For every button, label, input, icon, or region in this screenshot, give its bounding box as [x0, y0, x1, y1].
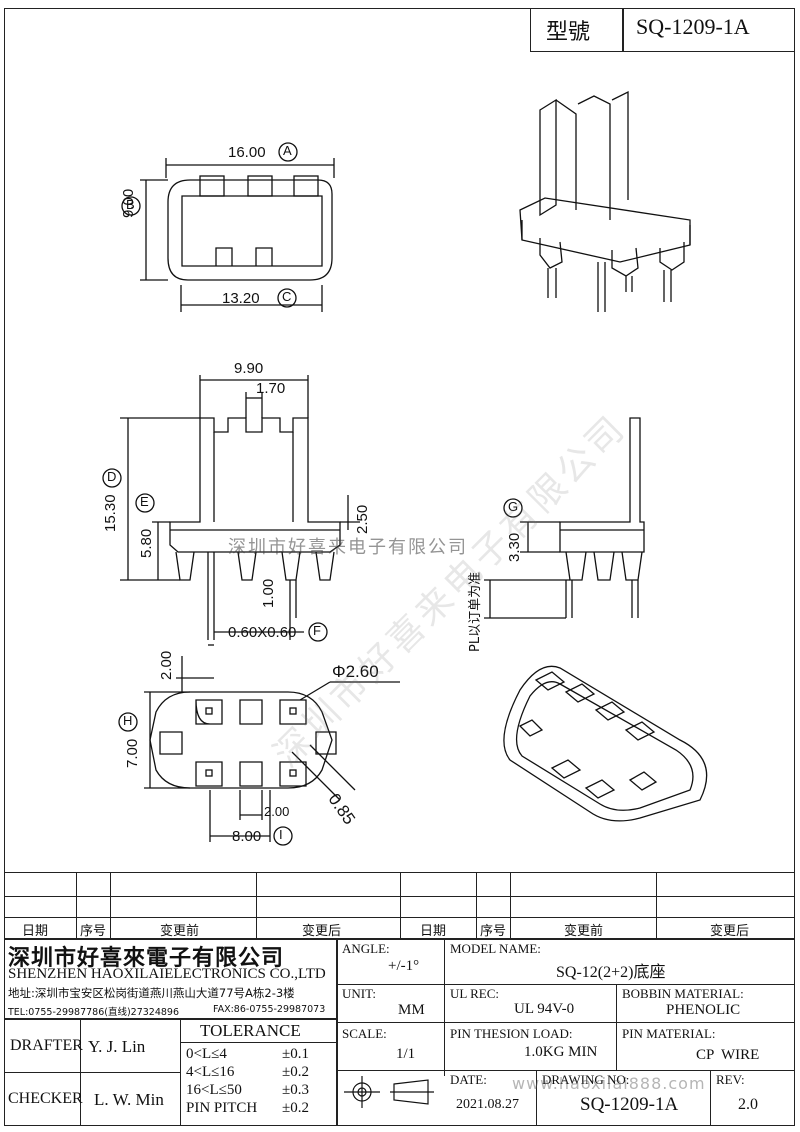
technical-drawings [102, 90, 708, 846]
date-label: DATE: [450, 1072, 487, 1087]
top-view [121, 142, 335, 312]
pin-material-value: CP WIRE [696, 1047, 760, 1063]
rev-col-after-2: 变更后 [710, 924, 750, 939]
unit-label: UNIT: [342, 986, 377, 1001]
pin-load-label: PIN THESION LOAD: [450, 1026, 573, 1041]
drafter-value: Y. J. Lin [88, 1037, 146, 1056]
dim-tag-f: F [313, 623, 321, 638]
rev-col-no-1: 序号 [80, 924, 107, 939]
bottom-view [118, 656, 400, 846]
drawing-no-label: DRAWING NO: [542, 1072, 630, 1087]
checker-value: L. W. Min [94, 1090, 164, 1109]
dim-2-0-bottom: 2.00 [158, 650, 175, 680]
model-header [530, 8, 795, 52]
rev-col-before-1: 变更前 [160, 924, 200, 939]
model-name-value: SQ-12(2+2)底座 [556, 964, 666, 981]
scale-label: SCALE: [342, 1026, 387, 1041]
scale-value: 1/1 [396, 1046, 416, 1062]
model-label: 型號 [546, 20, 591, 45]
tolerance-value-2: ±0.2 [282, 1064, 309, 1080]
rev-col-no-2: 序号 [480, 924, 507, 939]
dim-9-9: 9.90 [234, 360, 264, 377]
pin-load-value: 1.0KG MIN [524, 1044, 598, 1060]
tolerance-range-3: 16<L≤50 [186, 1082, 242, 1098]
side-view [484, 417, 645, 619]
company-address: 地址:深圳市宝安区松岗街道燕川燕山大道77号A栋2-3楼 [8, 986, 295, 1000]
ul-rec-label: UL REC: [450, 986, 499, 1001]
dim-tag-a: A [283, 143, 292, 158]
dim-tag-e: E [140, 494, 149, 509]
model-value: SQ-1209-1A [636, 14, 750, 39]
dim-tag-b: B [126, 197, 135, 212]
tolerance-label: TOLERANCE [200, 1021, 301, 1040]
dim-1-0: 1.00 [260, 578, 277, 608]
rev-col-before-2: 变更前 [564, 924, 604, 939]
iso-view-bottom [503, 665, 708, 822]
company-tel: TEL:0755-29987786(直线)27324896 [8, 1007, 180, 1018]
rev-value: 2.0 [738, 1096, 758, 1113]
dim-8-0: 8.00 [232, 828, 262, 845]
rev-col-date-2: 日期 [420, 924, 447, 939]
angle-value: +/-1° [388, 958, 420, 974]
company-name-cn: 深圳市好喜來電子有限公司 [8, 946, 285, 971]
dim-5-8: 5.80 [138, 528, 155, 558]
dim-16: 16.00 [228, 144, 266, 161]
company-name-en: SHENZHEN HAOXILAIELECTRONICS CO.,LTD [8, 966, 326, 982]
tolerance-range-1: 0<L≤4 [186, 1046, 227, 1062]
tolerance-value-4: ±0.2 [282, 1100, 309, 1116]
rev-col-after-1: 变更后 [302, 924, 342, 939]
tolerance-value-3: ±0.3 [282, 1082, 309, 1098]
ul-rec-value: UL 94V-0 [514, 1001, 575, 1017]
drawing-frame [4, 8, 795, 1126]
rev-col-date-1: 日期 [22, 924, 49, 939]
angle-label: ANGLE: [342, 941, 390, 956]
dim-2-0-pitch: 2.00 [264, 804, 290, 819]
dim-1-7: 1.70 [256, 380, 286, 397]
drafter-label: DRAFTER [10, 1037, 83, 1054]
front-view [102, 375, 360, 646]
dim-tag-g: G [508, 499, 519, 514]
tolerance-range-4: PIN PITCH [186, 1100, 258, 1116]
bobbin-material-label: BOBBIN MATERIAL: [622, 986, 744, 1001]
bobbin-material-value: PHENOLIC [666, 1002, 741, 1018]
dim-2-5: 2.50 [354, 504, 371, 534]
tolerance-range-2: 4<L≤16 [186, 1064, 235, 1080]
dim-dia-2-6: Φ2.60 [332, 662, 379, 681]
dim-0-6x0-6: 0.60X0.60 [228, 624, 297, 641]
dim-15-3: 15.30 [102, 494, 119, 532]
company-fax: FAX:86-0755-29987073 [213, 1004, 326, 1015]
dim-tag-h: H [123, 713, 133, 728]
pin-material-label: PIN MATERIAL: [622, 1026, 716, 1041]
date-value: 2021.08.27 [456, 1097, 519, 1112]
unit-value: MM [398, 1002, 425, 1018]
iso-view-top [519, 90, 691, 312]
drawing-no-value: SQ-1209-1A [580, 1094, 679, 1115]
dim-tag-d: D [107, 469, 117, 484]
dim-tag-i: I [279, 827, 283, 842]
checker-label: CHECKER [8, 1090, 83, 1107]
projection-symbol-icon [344, 1076, 434, 1108]
watermark-url: www.haoxilai888.com [512, 1074, 706, 1093]
watermark-center: 深圳市好喜来电子有限公司 [228, 537, 468, 558]
dim-7-0: 7.00 [124, 738, 141, 768]
dim-13-2: 13.20 [222, 290, 260, 307]
dim-tag-c: C [282, 289, 292, 304]
rev-label: REV: [716, 1072, 745, 1087]
model-header-divider [622, 8, 624, 52]
tolerance-value-1: ±0.1 [282, 1046, 309, 1062]
model-name-label: MODEL NAME: [450, 941, 541, 956]
